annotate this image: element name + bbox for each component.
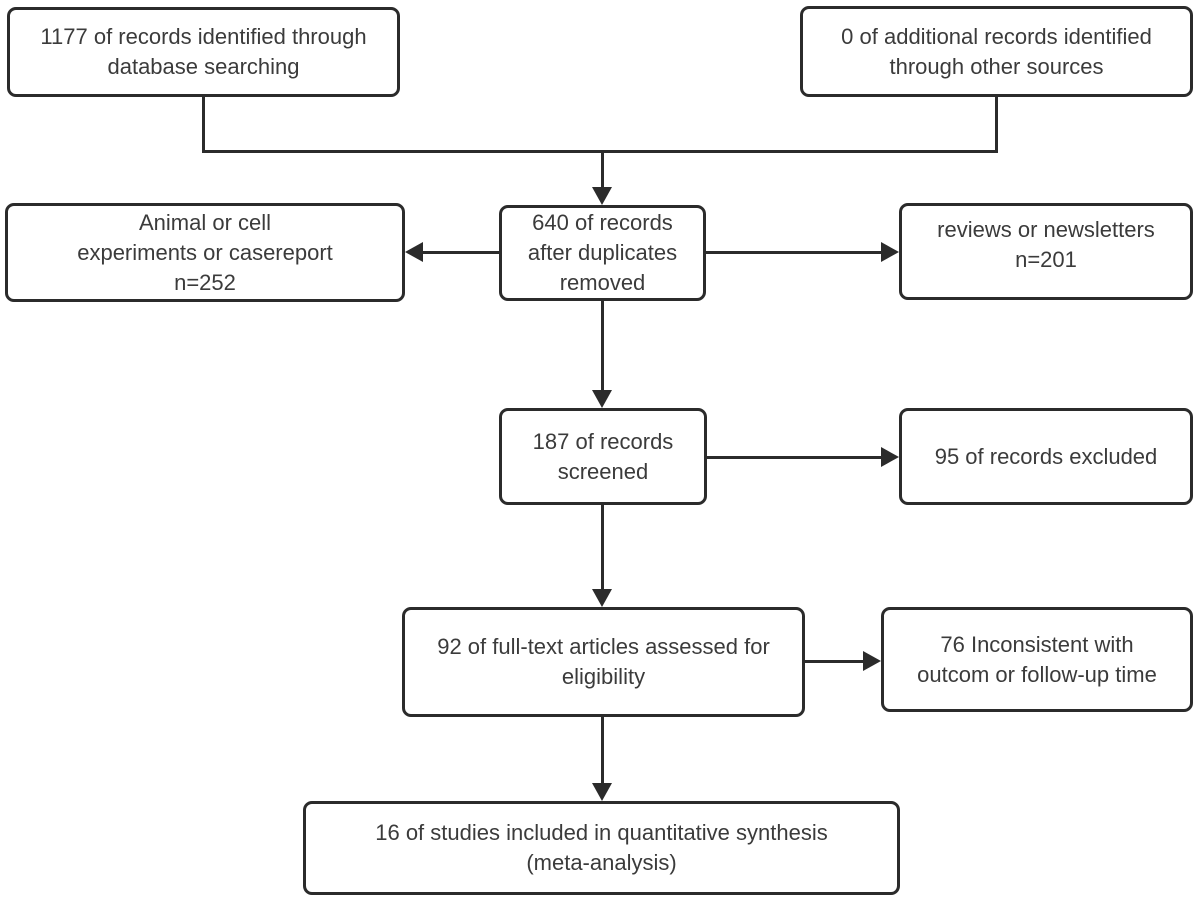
node-reviews-newsletters-label: reviews or newsletters n=201 [937, 217, 1155, 272]
node-animal-cell-excluded-label: Animal or cell experiments or casereport… [77, 209, 333, 295]
connector-fulltext-to-inconsistent [805, 660, 865, 663]
node-records-identified: 1177 of records identified through datab… [7, 7, 400, 97]
arrowhead-into-included [592, 783, 612, 801]
arrowhead-into-excluded [881, 447, 899, 467]
node-additional-records: 0 of additional records identified throu… [800, 6, 1193, 97]
node-records-screened: 187 of records screened [499, 408, 707, 505]
node-animal-cell-excluded: Animal or cell experiments or casereport… [5, 203, 405, 302]
node-fulltext-assessed: 92 of full-text articles assessed for el… [402, 607, 805, 717]
connector-duplicates-to-screened [601, 301, 604, 393]
connector-duplicates-to-animal [420, 251, 499, 254]
connector-merge-horizontal [202, 150, 998, 153]
node-inconsistent-excluded-label: 76 Inconsistent with outcom or follow-up… [917, 631, 1157, 687]
arrowhead-into-screened [592, 390, 612, 408]
node-studies-included: 16 of studies included in quantitative s… [303, 801, 900, 895]
connector-duplicates-to-reviews [706, 251, 883, 254]
arrowhead-into-fulltext [592, 589, 612, 607]
arrowhead-into-reviews [881, 242, 899, 262]
connector-screened-to-excluded [707, 456, 883, 459]
node-records-identified-label: 1177 of records identified through datab… [40, 24, 367, 79]
node-additional-records-label: 0 of additional records identified throu… [841, 23, 1152, 79]
arrowhead-into-inconsistent [863, 651, 881, 671]
connector-identified-drop [202, 96, 205, 153]
arrowhead-into-animal [405, 242, 423, 262]
node-duplicates-removed: 640 of records after duplicates removed [499, 205, 706, 301]
connector-merge-down [601, 150, 604, 190]
node-fulltext-assessed-label: 92 of full-text articles assessed for el… [437, 634, 770, 689]
node-studies-included-label: 16 of studies included in quantitative s… [375, 820, 828, 875]
node-inconsistent-excluded: 76 Inconsistent with outcom or follow-up… [881, 607, 1193, 712]
node-records-excluded: 95 of records excluded [899, 408, 1193, 505]
connector-additional-drop [995, 96, 998, 153]
node-duplicates-removed-label: 640 of records after duplicates removed [527, 210, 678, 295]
node-records-screened-label: 187 of records screened [532, 428, 674, 484]
connector-fulltext-to-included [601, 717, 604, 786]
arrowhead-into-duplicates [592, 187, 612, 205]
connector-screened-to-fulltext [601, 505, 604, 592]
node-reviews-newsletters: reviews or newsletters n=201 [899, 203, 1193, 300]
node-records-excluded-label: 95 of records excluded [934, 443, 1158, 469]
